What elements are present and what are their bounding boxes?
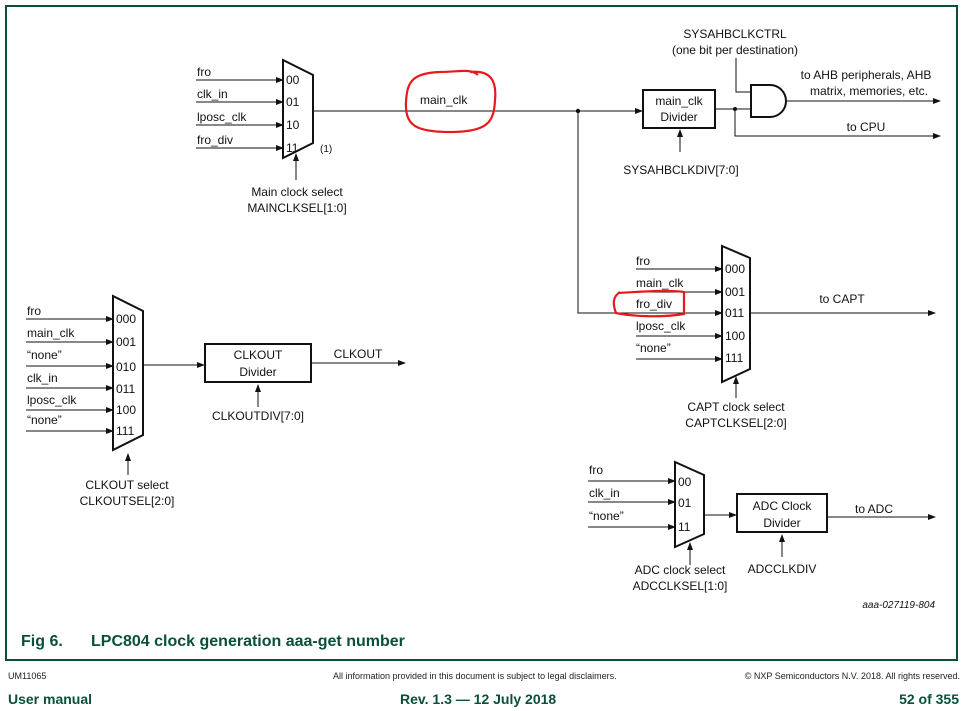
capt-mux-input-label: lposc_clk bbox=[636, 319, 686, 333]
clkoutdiv-label: CLKOUTDIV[7:0] bbox=[212, 409, 304, 423]
main-clk-label: main_clk bbox=[420, 93, 468, 107]
fro-div-highlight bbox=[612, 289, 686, 318]
footer-disclaimer: All information provided in this documen… bbox=[333, 671, 617, 681]
clkout-mux-input-label: main_clk bbox=[27, 326, 75, 340]
clkout-mux-code: 111 bbox=[116, 424, 135, 438]
clkout-mux-code: 001 bbox=[116, 335, 136, 349]
cpu-output-label: to CPU bbox=[847, 120, 886, 134]
capt-mux-input-label: fro bbox=[636, 254, 650, 268]
clkout-mux-code: 010 bbox=[116, 360, 136, 374]
adc-mux-input-label: clk_in bbox=[589, 486, 620, 500]
main-mux-code: 11 bbox=[286, 141, 299, 155]
main-mux-input-label: fro_div bbox=[197, 133, 233, 147]
main-clk-highlight bbox=[404, 69, 497, 134]
clkout-mux: fro main_clk “none” clk_in lposc_clk “no… bbox=[26, 294, 406, 508]
main-clk-divider-box bbox=[642, 89, 716, 129]
footer-doc-id: UM11065 bbox=[8, 671, 47, 681]
clkout-mux-input-label: lposc_clk bbox=[27, 393, 77, 407]
capt-mux-code: 000 bbox=[725, 262, 745, 276]
main-mux-select-label: Main clock select bbox=[251, 185, 343, 199]
main-mux-input-label: fro bbox=[197, 65, 211, 79]
adc-mux-code: 01 bbox=[678, 496, 692, 510]
capt-mux-code: 111 bbox=[725, 351, 744, 365]
clkout-mux-body bbox=[112, 294, 144, 452]
adc-clock-mux: fro clk_in “none” 00 01 11 ADC clock sel… bbox=[588, 460, 936, 593]
capt-mux-input-label: fro_div bbox=[636, 297, 672, 311]
main-mux-select-register: MAINCLKSEL[1:0] bbox=[247, 201, 346, 215]
footer-page-number: 52 of 355 bbox=[899, 691, 959, 707]
adc-mux-input-label: fro bbox=[589, 463, 603, 477]
capt-mux-code: 100 bbox=[725, 329, 745, 343]
clkout-mux-code: 100 bbox=[116, 403, 136, 417]
clkout-mux-input-label: “none” bbox=[27, 413, 62, 427]
main-clk-divider-label: main_clk bbox=[655, 94, 703, 108]
clkout-divider-label: Divider bbox=[239, 365, 276, 379]
adc-output-label: to ADC bbox=[855, 502, 893, 516]
main-clock-mux: fro clk_in lposc_clk fro_div 00 01 10 11… bbox=[196, 58, 643, 215]
main-mux-code: 10 bbox=[286, 118, 300, 132]
clkout-select-register: CLKOUTSEL[2:0] bbox=[80, 494, 175, 508]
ahb-output-label: to AHB peripherals, AHB bbox=[801, 68, 932, 82]
adcclkdiv-label: ADCCLKDIV bbox=[748, 562, 817, 576]
capt-clock-mux: fro main_clk fro_div lposc_clk “none” 00… bbox=[577, 111, 936, 430]
cpu-output-line bbox=[734, 109, 941, 139]
clkout-output-label: CLKOUT bbox=[334, 347, 383, 361]
clkout-divider-label: CLKOUT bbox=[234, 348, 283, 362]
footer-copyright: © NXP Semiconductors N.V. 2018. All righ… bbox=[744, 671, 960, 681]
adc-mux-input-label: “none” bbox=[589, 509, 624, 523]
clkout-mux-input-label: “none” bbox=[27, 348, 62, 362]
capt-mux-code: 011 bbox=[725, 306, 744, 320]
clkout-mux-code: 000 bbox=[116, 312, 136, 326]
adc-divider-label: Divider bbox=[763, 516, 800, 530]
capt-mux-input-label: “none” bbox=[636, 341, 671, 355]
capt-select-label: CAPT clock select bbox=[687, 400, 785, 414]
main-clk-divider-block: main_clk Divider SYSAHBCLKDIV[7:0] SYSAH… bbox=[623, 27, 941, 177]
capt-mux-input-label: main_clk bbox=[636, 276, 684, 290]
ctrl-line bbox=[735, 58, 751, 93]
adc-select-label: ADC clock select bbox=[635, 563, 726, 577]
figure-number: Fig 6. bbox=[21, 633, 63, 650]
ahb-output-label: matrix, memories, etc. bbox=[810, 84, 928, 98]
figure-title: LPC804 clock generation aaa-get number bbox=[91, 633, 405, 650]
capt-mux-code: 001 bbox=[725, 285, 745, 299]
clkout-mux-input-label: clk_in bbox=[27, 371, 58, 385]
main-mux-note: (1) bbox=[320, 144, 332, 155]
clkout-mux-input-label: fro bbox=[27, 304, 41, 318]
figure-id-code: aaa-027119-804 bbox=[862, 600, 935, 611]
sysahbclkctrl-note: (one bit per destination) bbox=[672, 43, 798, 57]
clkout-mux-code: 011 bbox=[116, 382, 135, 396]
main-mux-input-label: clk_in bbox=[197, 87, 228, 101]
sysahbclkctrl-label: SYSAHBCLKCTRL bbox=[683, 27, 787, 41]
main-mux-input-label: lposc_clk bbox=[197, 110, 247, 124]
sysahbclkdiv-label: SYSAHBCLKDIV[7:0] bbox=[623, 163, 738, 177]
figure-caption: Fig 6. LPC804 clock generation aaa-get nu… bbox=[21, 633, 405, 651]
figure-frame bbox=[5, 5, 958, 661]
adc-divider-box bbox=[736, 493, 828, 533]
footer-doc-type: User manual bbox=[8, 691, 93, 707]
main-clk-to-capt-line bbox=[577, 111, 723, 316]
and-gate bbox=[750, 84, 787, 118]
adc-select-register: ADCCLKSEL[1:0] bbox=[633, 579, 728, 593]
adc-divider-label: ADC Clock bbox=[753, 499, 813, 513]
adc-mux-code: 11 bbox=[678, 520, 691, 534]
adc-mux-code: 00 bbox=[678, 475, 692, 489]
clkout-select-label: CLKOUT select bbox=[85, 478, 169, 492]
capt-output-label: to CAPT bbox=[819, 292, 865, 306]
main-clk-divider-label: Divider bbox=[660, 110, 697, 124]
adc-mux-body bbox=[674, 460, 705, 549]
capt-select-register: CAPTCLKSEL[2:0] bbox=[685, 416, 786, 430]
main-mux-code: 01 bbox=[286, 95, 300, 109]
footer-revision: Rev. 1.3 — 12 July 2018 bbox=[400, 691, 557, 707]
main-mux-code: 00 bbox=[286, 73, 300, 87]
